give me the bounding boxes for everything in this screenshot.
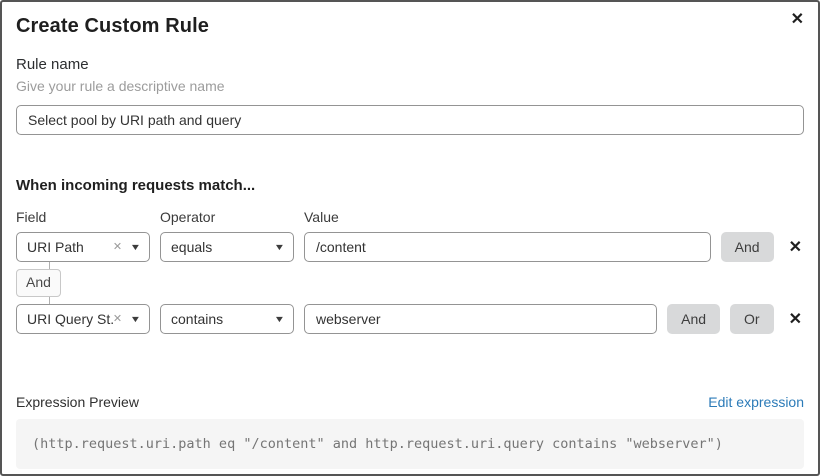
edit-expression-link[interactable]: Edit expression bbox=[708, 394, 804, 410]
expression-preview-header: Expression Preview Edit expression bbox=[16, 394, 804, 411]
operator-select-value: equals bbox=[171, 239, 213, 255]
field-select-value: URI Path bbox=[27, 239, 84, 255]
rule-name-helper: Give your rule a descriptive name bbox=[16, 78, 225, 94]
chevron-down-icon: ▼ bbox=[129, 241, 142, 252]
add-and-condition-button[interactable]: And bbox=[667, 304, 721, 334]
condition-column-labels: Field Operator Value bbox=[16, 209, 804, 225]
clear-selection-icon[interactable]: ✕ bbox=[112, 312, 123, 325]
and-connector-badge: And bbox=[16, 269, 61, 297]
column-label-operator: Operator bbox=[160, 209, 216, 225]
column-label-field: Field bbox=[16, 209, 47, 225]
column-label-value: Value bbox=[304, 209, 339, 225]
page-title: Create Custom Rule bbox=[16, 15, 209, 37]
remove-condition-icon[interactable]: ✕ bbox=[788, 311, 802, 328]
clear-selection-icon[interactable]: ✕ bbox=[112, 240, 123, 253]
add-or-condition-button[interactable]: Or bbox=[730, 304, 774, 334]
expression-preview-label: Expression Preview bbox=[16, 394, 139, 410]
match-heading: When incoming requests match... bbox=[16, 177, 256, 194]
rule-name-label: Rule name bbox=[16, 56, 89, 73]
value-input[interactable] bbox=[304, 232, 711, 262]
condition-row-1: URI Path ✕ ▼ equals ▼ And ✕ bbox=[16, 232, 804, 262]
operator-select[interactable]: contains ▼ bbox=[160, 304, 294, 334]
field-select[interactable]: URI Query St... ✕ ▼ bbox=[16, 304, 150, 334]
value-input[interactable] bbox=[304, 304, 658, 334]
expression-code: (http.request.uri.path eq "/content" and… bbox=[16, 419, 804, 469]
chevron-down-icon: ▼ bbox=[129, 313, 142, 324]
add-and-condition-button[interactable]: And bbox=[720, 232, 774, 262]
field-select-value: URI Query St... bbox=[27, 311, 113, 327]
remove-condition-icon[interactable]: ✕ bbox=[788, 239, 802, 256]
operator-select-value: contains bbox=[171, 311, 224, 327]
connector-line-bottom bbox=[49, 297, 50, 304]
condition-row-2: URI Query St... ✕ ▼ contains ▼ And Or ✕ bbox=[16, 304, 804, 334]
operator-select[interactable]: equals ▼ bbox=[160, 232, 294, 262]
close-icon[interactable]: ✕ bbox=[790, 11, 804, 28]
chevron-down-icon: ▼ bbox=[273, 241, 286, 252]
rule-name-input[interactable] bbox=[16, 105, 804, 135]
chevron-down-icon: ▼ bbox=[273, 313, 286, 324]
connector-line-top bbox=[49, 262, 50, 269]
field-select[interactable]: URI Path ✕ ▼ bbox=[16, 232, 150, 262]
